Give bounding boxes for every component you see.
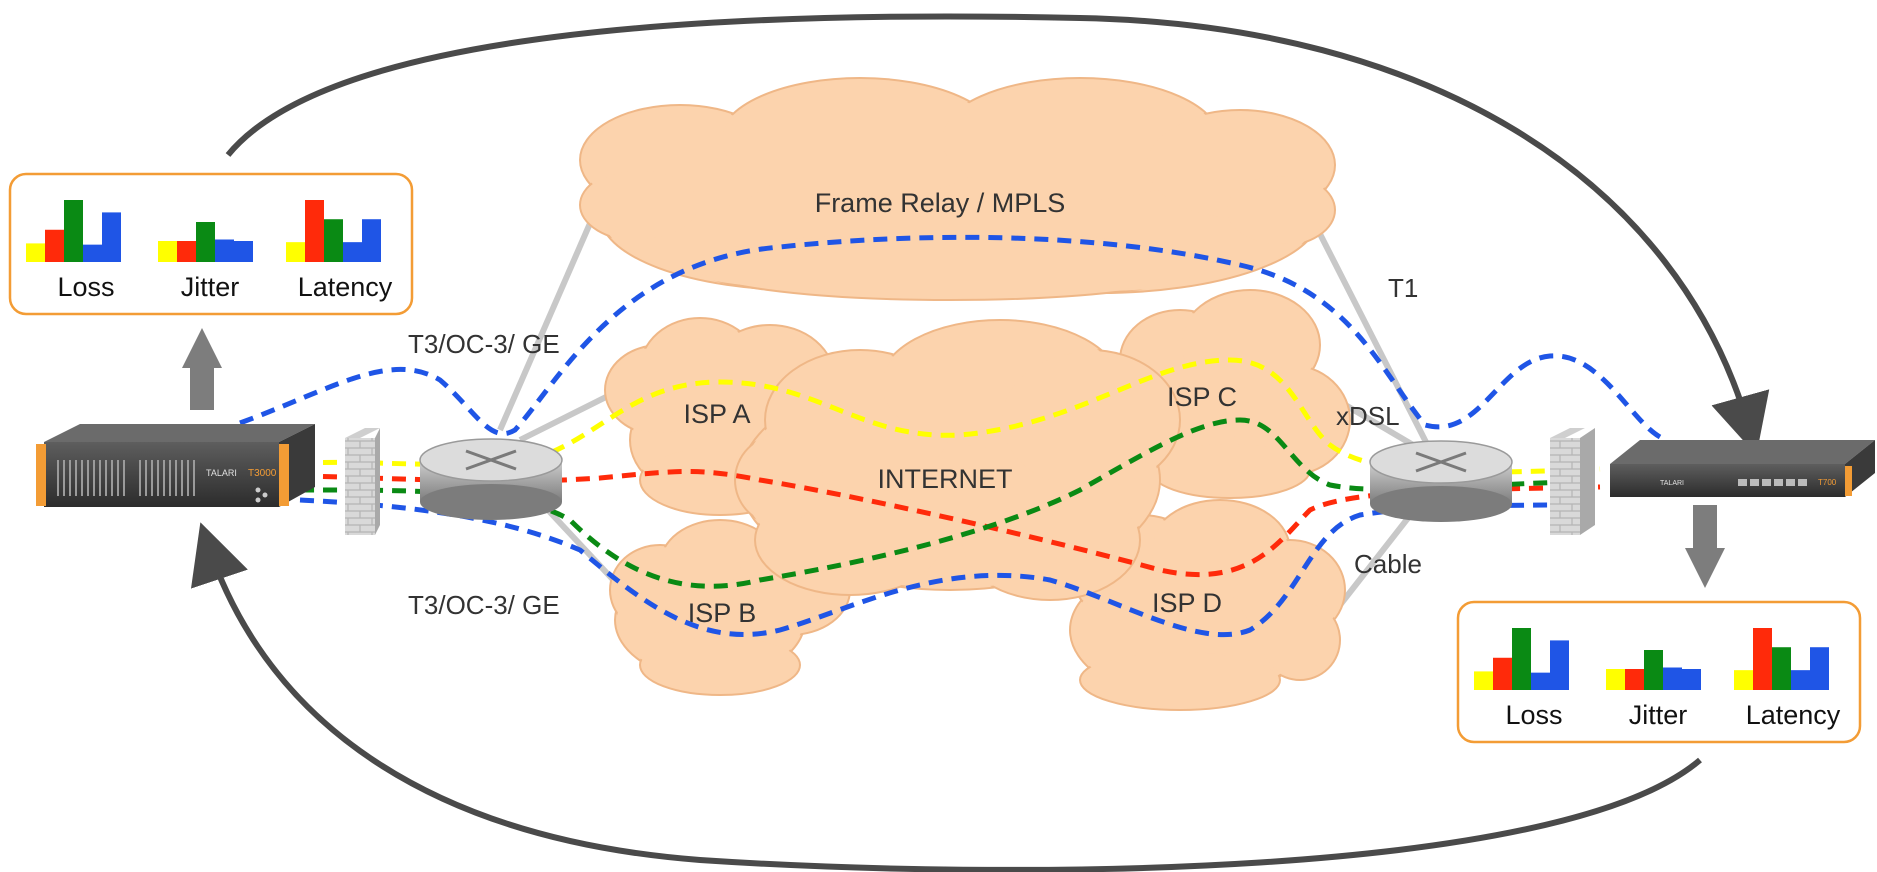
cloud-internet: INTERNET xyxy=(734,319,1181,601)
path-green xyxy=(299,417,1601,589)
left-loss-chart xyxy=(26,200,121,262)
right-jitter-chart-bar-red xyxy=(1625,669,1644,690)
cloud-internet-label: INTERNET xyxy=(878,464,1013,494)
right-loss-chart-bar-green xyxy=(1512,628,1531,690)
right-latency-chart-bar-green xyxy=(1772,647,1791,690)
xdsl-link-label: xDSL xyxy=(1336,401,1400,431)
right-appliance[interactable]: TALARI T700 xyxy=(1610,440,1875,497)
cable-link-label: Cable xyxy=(1354,549,1422,579)
left-loss-chart-bar-blue-2 xyxy=(102,212,121,262)
isp-b-label: ISP B xyxy=(688,598,757,628)
left-jitter-chart-bar-red xyxy=(177,241,196,262)
left-jitter-chart-bar-blue-2 xyxy=(234,241,253,262)
left-metrics-panel: Loss Jitter Latency xyxy=(8,172,414,316)
right-jitter-chart-bar-blue-2 xyxy=(1682,669,1701,690)
path-red xyxy=(299,469,1601,578)
left-loss-chart-bar-blue xyxy=(83,244,102,262)
left-firewall-icon xyxy=(345,428,380,535)
path-blue xyxy=(299,497,1601,638)
left-loss-label: Loss xyxy=(57,272,114,302)
left-latency-chart-bar-red xyxy=(305,200,324,262)
left-appliance-model: T3000 xyxy=(248,468,277,479)
left-bottom-link-label: T3/OC-3/ GE xyxy=(408,590,560,620)
right-router-icon xyxy=(1369,440,1513,522)
left-loss-chart-bar-yellow xyxy=(26,243,45,262)
isp-d-label: ISP D xyxy=(1152,588,1222,618)
right-jitter-chart-bar-blue xyxy=(1663,667,1682,690)
left-jitter-chart-bar-yellow xyxy=(158,241,177,262)
cloud-isp-c xyxy=(1119,289,1351,499)
left-loss-chart-bar-red xyxy=(45,229,64,262)
left-appliance[interactable]: TALARI T3000 xyxy=(36,424,315,507)
right-firewall-icon xyxy=(1550,428,1595,535)
cloud-mpls: Frame Relay / MPLS xyxy=(579,77,1336,301)
left-router-icon xyxy=(419,438,563,520)
right-loss-chart-bar-blue-2 xyxy=(1550,640,1569,690)
left-latency-chart-bar-blue-2 xyxy=(362,219,381,262)
bottom-feedback-arrow xyxy=(191,522,1702,872)
right-latency-chart-bar-blue xyxy=(1791,670,1810,690)
left-jitter-label: Jitter xyxy=(181,272,240,302)
left-jitter-chart xyxy=(158,222,253,262)
down-arrow-icon xyxy=(1685,505,1725,588)
left-latency-label: Latency xyxy=(298,272,393,302)
left-jitter-chart-bar-blue xyxy=(215,239,234,262)
right-latency-chart xyxy=(1734,628,1829,690)
cloud-mpls-label: Frame Relay / MPLS xyxy=(815,188,1066,218)
right-loss-chart-bar-red xyxy=(1493,657,1512,690)
left-latency-chart xyxy=(286,200,381,262)
left-loss-chart-bar-green xyxy=(64,200,83,262)
right-loss-chart xyxy=(1474,628,1569,690)
left-latency-chart-bar-blue xyxy=(343,242,362,262)
right-latency-label: Latency xyxy=(1746,700,1841,730)
right-latency-chart-bar-red xyxy=(1753,628,1772,690)
top-feedback-arrow xyxy=(225,13,1770,456)
up-arrow-icon xyxy=(182,328,222,410)
right-metrics-panel: Loss Jitter Latency xyxy=(1456,600,1862,744)
right-loss-chart-bar-yellow xyxy=(1474,671,1493,690)
right-latency-chart-bar-blue-2 xyxy=(1810,647,1829,690)
left-jitter-chart-bar-green xyxy=(196,222,215,262)
isp-c-label: ISP C xyxy=(1167,382,1237,412)
right-appliance-brand: TALARI xyxy=(1660,480,1684,487)
isp-a-label: ISP A xyxy=(683,399,750,429)
right-jitter-chart-bar-yellow xyxy=(1606,669,1625,690)
left-appliance-brand: TALARI xyxy=(206,468,237,478)
right-jitter-chart-bar-green xyxy=(1644,650,1663,690)
right-latency-chart-bar-yellow xyxy=(1734,670,1753,690)
t1-link-label: T1 xyxy=(1388,273,1418,303)
left-top-link-label: T3/OC-3/ GE xyxy=(408,329,560,359)
right-appliance-model: T700 xyxy=(1818,478,1837,487)
right-jitter-label: Jitter xyxy=(1629,700,1688,730)
left-latency-chart-bar-green xyxy=(324,219,343,262)
right-jitter-chart xyxy=(1606,650,1701,690)
left-latency-chart-bar-yellow xyxy=(286,242,305,262)
right-loss-label: Loss xyxy=(1505,700,1562,730)
right-loss-chart-bar-blue xyxy=(1531,672,1550,690)
path-mpls-blue xyxy=(239,234,1662,440)
